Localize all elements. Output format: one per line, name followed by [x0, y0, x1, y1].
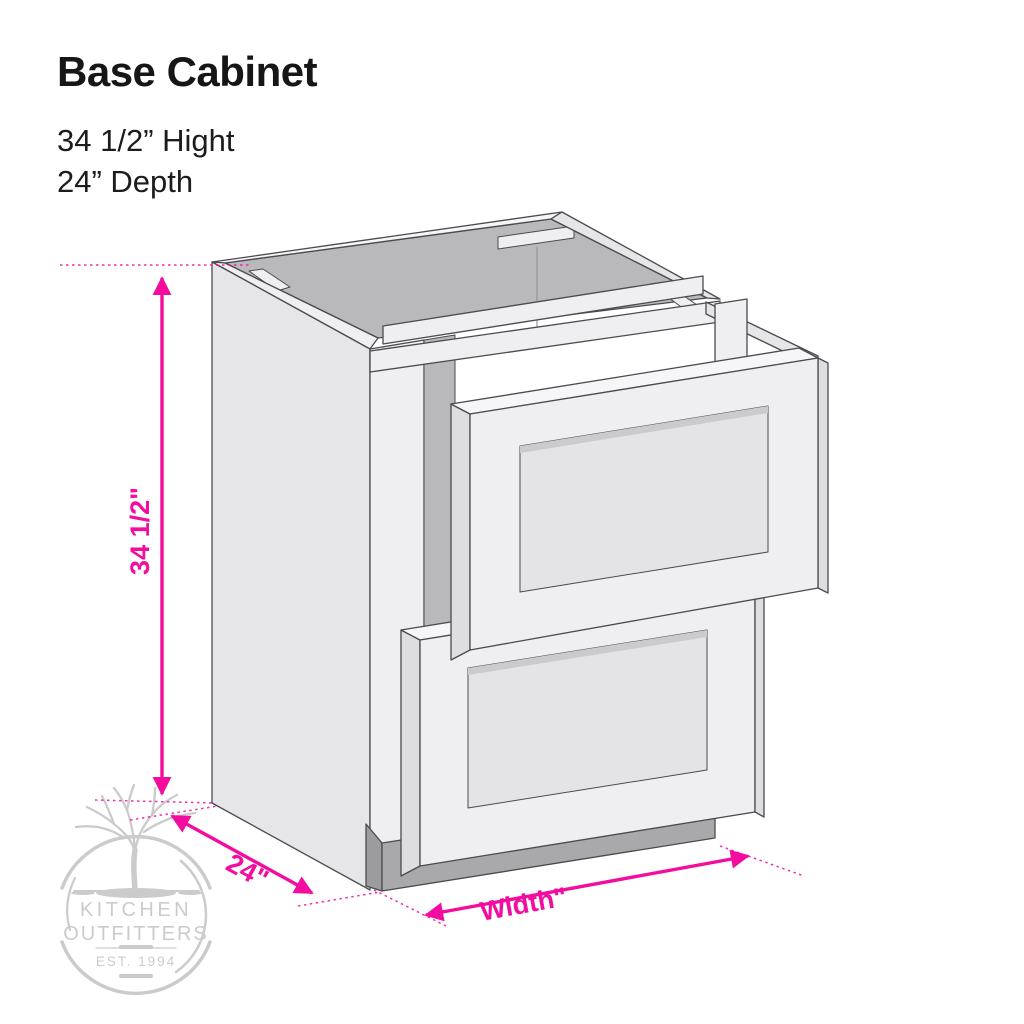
tree-icon: [71, 783, 202, 898]
watermark-logo: KITCHEN OUTFITTERS EST. 1994: [60, 783, 212, 996]
spec-depth: 24” Depth: [57, 164, 194, 199]
bottom-drawer-left-edge: [400, 629, 421, 877]
depth-dimension-label: 24": [221, 848, 273, 895]
top-drawer-right-edge: [817, 357, 829, 594]
title-block: Base Cabinet 34 1/2” Hight 24” Depth: [57, 48, 318, 202]
logo-name-line1: KITCHEN: [80, 899, 192, 921]
height-dimension-label: 34 1/2": [125, 487, 155, 575]
bottom-panel-shadow: [468, 630, 707, 675]
bottom-drawer-right-edge: [754, 585, 765, 818]
width-extension-left: [373, 889, 447, 927]
height-extension-bottom: [94, 799, 216, 804]
logo-established: EST. 1994: [96, 954, 176, 969]
spec-height: 34 1/2” Hight: [57, 123, 235, 158]
cabinet-illustration: [211, 211, 829, 892]
width-extension-right: [719, 845, 805, 877]
back-cleat: [497, 225, 575, 250]
dimension-annotations: 34 1/2" 24" Width": [60, 264, 805, 927]
top-panel-shadow: [520, 406, 768, 453]
bottom-drawer: [400, 575, 765, 877]
left-side-panel: [211, 261, 371, 891]
height-dimension: 34 1/2": [125, 276, 172, 796]
top-drawer-left-edge: [450, 403, 471, 661]
width-dimension-label: Width": [478, 882, 569, 927]
logo-name-line2: OUTFITTERS: [63, 923, 209, 945]
depth-extension-far: [297, 891, 381, 907]
top-drawer: [450, 347, 829, 661]
depth-extension-near: [129, 805, 219, 821]
top-rim-right: [550, 211, 721, 300]
stretcher-rail: [382, 275, 704, 345]
page-title: Base Cabinet: [57, 48, 318, 95]
